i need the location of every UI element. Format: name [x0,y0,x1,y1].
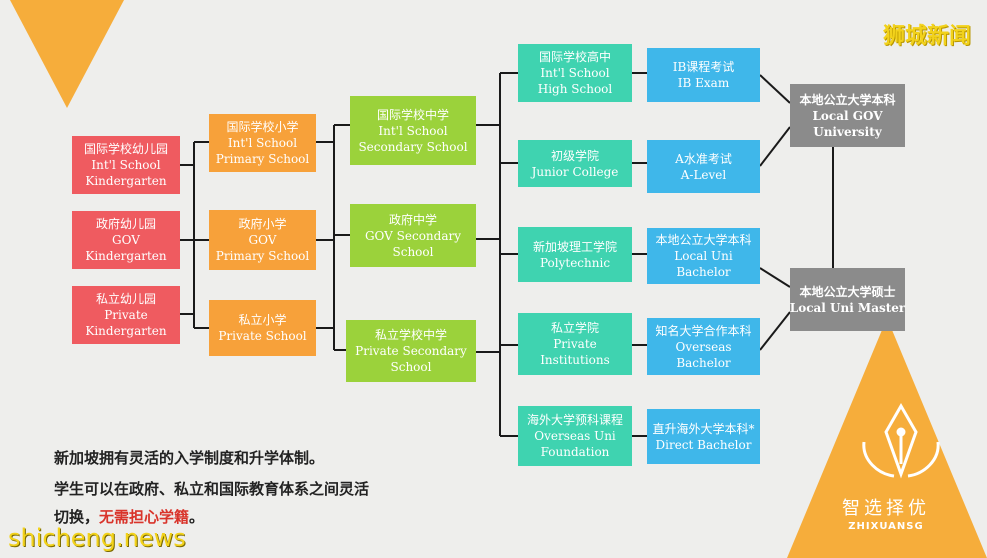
exam-local-bachelor-zh: 本地公立大学本科 [655,233,752,247]
brand-corner-logo: 狮城新闻 [882,24,971,49]
preuni-overseas-zh: 海外大学预科课程 [526,413,623,427]
university-gov-en1: Local GOV [812,108,883,123]
preuni-intl-en2: High School [537,82,613,96]
preuni-intl-en1: Int'l School [540,66,610,80]
preuni-private-en2: Institutions [540,353,610,367]
university-gov-en2: University [813,124,882,139]
primary-intl-en2: Primary School [215,152,310,166]
kindergarten-gov-en2: Kindergarten [85,249,167,263]
preuni-private-institutions: 私立学院 Private Institutions [518,313,632,375]
exam-alevel-en1: A-Level [680,167,727,182]
preuni-private-zh: 私立学院 [550,321,599,335]
primary-gov-zh: 政府小学 [238,217,287,231]
preuni-jc-zh: 初级学院 [550,148,599,163]
kindergarten-intl-en1: Int'l School [91,158,161,172]
primary-intl-en1: Int'l School [227,136,298,150]
university-master-en1: Local Uni Master [789,300,906,315]
primary-intl: 国际学校小学 Int'l School Primary School [209,114,316,172]
preuni-jc-en1: Junior College [531,164,619,179]
exam-overseas-bachelor-en2: Bachelor [676,355,731,370]
secondary-intl-zh: 国际学校中学 [376,107,449,122]
exam-direct-bachelor-en1: Direct Bachelor [655,437,752,452]
university-master-zh: 本地公立大学硕士 [799,284,896,299]
preuni-junior-college: 初级学院 Junior College [518,140,632,187]
exam-ib-en1: IB Exam [677,76,730,90]
primary-gov: 政府小学 GOV Primary School [209,210,316,270]
secondary-gov-en2: School [392,244,434,259]
exam-direct-bachelor: 直升海外大学本科* Direct Bachelor [647,409,760,464]
exam-overseas-bachelor-zh: 知名大学合作本科 [655,323,752,338]
university-gov-zh: 本地公立大学本科 [799,92,896,107]
secondary-private: 私立学校中学 Private Secondary School [346,320,476,382]
exam-ib-zh: IB课程考试 [672,60,735,74]
logo-english-text: ZHIXUANSG [848,521,924,532]
secondary-intl: 国际学校中学 Int'l School Secondary School [350,96,476,165]
exam-overseas-bachelor-en1: Overseas [675,339,732,354]
primary-intl-zh: 国际学校小学 [226,120,299,134]
secondary-gov-zh: 政府中学 [388,212,437,227]
caption-line-3-end: 。 [189,508,205,526]
kindergarten-private-en1: Private [104,308,148,322]
exam-overseas-bachelor: 知名大学合作本科 Overseas Bachelor [647,318,760,375]
kindergarten-private-en2: Kindergarten [85,324,167,338]
caption-line-2: 学生可以在政府、私立和国际教育体系之间灵活 [54,480,370,498]
kindergarten-private: 私立幼儿园 Private Kindergarten [72,286,180,344]
exam-local-bachelor-en2: Bachelor [676,265,731,279]
caption-line-1: 新加坡拥有灵活的入学制度和升学体制。 [54,449,325,467]
preuni-poly-zh: 新加坡理工学院 [532,239,617,254]
preuni-intl-zh: 国际学校高中 [538,50,611,64]
kindergarten-intl-zh: 国际学校幼儿园 [83,142,168,156]
watermark: shicheng.news [8,524,186,552]
kindergarten-gov: 政府幼儿园 GOV Kindergarten [72,211,180,269]
preuni-intl-high-school: 国际学校高中 Int'l School High School [518,44,632,102]
kindergarten-intl: 国际学校幼儿园 Int'l School Kindergarten [72,136,180,194]
exam-local-bachelor-en1: Local Uni [674,249,733,263]
secondary-gov-en1: GOV Secondary [364,228,462,243]
secondary-gov: 政府中学 GOV Secondary School [350,204,476,267]
top-left-triangle-decoration [10,0,124,108]
university-local-gov: 本地公立大学本科 Local GOV University [790,84,905,147]
kindergarten-gov-en1: GOV [112,233,140,247]
exam-ib: IB课程考试 IB Exam [647,48,760,102]
preuni-overseas-foundation: 海外大学预科课程 Overseas Uni Foundation [518,406,632,466]
exam-alevel-zh: A水准考试 [675,151,732,166]
primary-private-zh: 私立小学 [238,313,287,327]
caption-line-3-start: 切换， [54,508,100,526]
kindergarten-private-zh: 私立幼儿园 [95,292,156,306]
primary-gov-en1: GOV [248,233,277,247]
pen-nib-icon [862,402,940,479]
preuni-poly-en1: Polytechnic [539,255,611,270]
secondary-private-en2: School [390,360,432,374]
exam-direct-bachelor-zh: 直升海外大学本科* [652,421,755,436]
secondary-intl-en2: Secondary School [358,139,468,154]
kindergarten-gov-zh: 政府幼儿园 [95,217,156,231]
exam-local-uni-bachelor: 本地公立大学本科 Local Uni Bachelor [647,228,760,284]
kindergarten-intl-en2: Kindergarten [85,174,167,188]
secondary-private-zh: 私立学校中学 [374,328,447,342]
primary-private-en1: Private School [218,329,307,343]
logo-chinese-text: 智选择优 [842,498,930,519]
primary-private: 私立小学 Private School [209,300,316,356]
secondary-private-en1: Private Secondary [355,344,467,358]
preuni-private-en1: Private [553,337,597,351]
secondary-intl-en1: Int'l School [378,123,448,138]
university-local-master: 本地公立大学硕士 Local Uni Master [790,268,905,331]
preuni-overseas-en1: Overseas Uni [534,429,616,443]
primary-gov-en2: Primary School [215,249,310,263]
caption-highlight: 无需担心学籍 [99,508,190,526]
preuni-polytechnic: 新加坡理工学院 Polytechnic [518,227,632,282]
caption-line-3: 切换，无需担心学籍。 [54,506,204,527]
preuni-overseas-en2: Foundation [540,445,610,459]
exam-a-level: A水准考试 A-Level [647,140,760,193]
